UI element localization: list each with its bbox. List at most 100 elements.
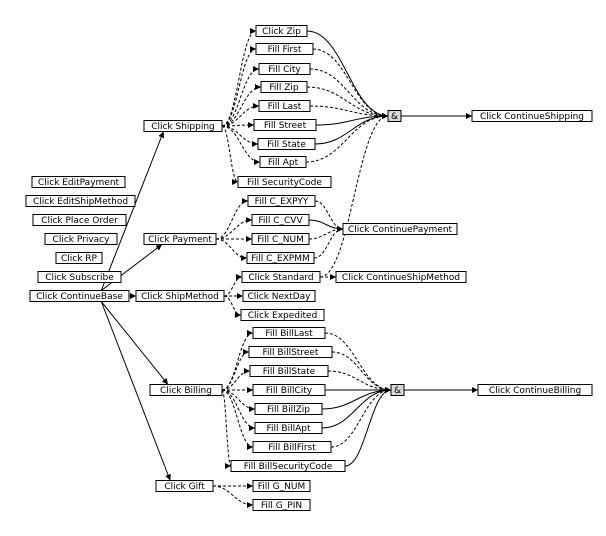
node-box	[241, 271, 321, 283]
edge-click-shipping-to-fill-securitycode	[221, 125, 239, 185]
node-click-shipmethod: Click ShipMethod	[135, 290, 225, 302]
edge-click-shipping-to-fill-apt	[221, 125, 261, 165]
node-click-rp: Click RP	[55, 252, 103, 264]
node-click-continuebase: Click ContinueBase	[29, 290, 130, 302]
node-fill-c-cvv: Fill C_CVV	[251, 214, 310, 226]
node-click-subscribe: Click Subscribe	[37, 271, 122, 283]
node-box	[257, 138, 316, 150]
node-click-expedited: Click Expedited	[240, 309, 325, 321]
node-label: Fill BillApt	[267, 424, 311, 434]
node-box	[135, 290, 225, 302]
node-box	[254, 403, 323, 415]
node-label: Fill Street	[264, 121, 307, 131]
node-click-privacy: Click Privacy	[44, 233, 118, 245]
node-label: Click ContinuePayment	[348, 225, 453, 235]
node-fill-g-pin: Fill G_PIN	[252, 499, 311, 511]
node-box	[25, 195, 136, 207]
node-box	[44, 233, 118, 245]
edge-click-payment-to-fill-c-expyy	[215, 198, 249, 240]
edge-click-billing-to-fill-billzip	[221, 389, 256, 412]
node-click-continueshipping: Click ContinueShipping	[471, 110, 593, 122]
node-label: Fill Zip	[269, 83, 299, 93]
node-box	[242, 290, 316, 302]
node-box	[255, 25, 308, 37]
node-label: Click Subscribe	[45, 273, 114, 283]
edge-click-shipmethod-to-click-standard	[223, 274, 243, 297]
node-box	[237, 176, 332, 188]
node-fill-billapt: Fill BillApt	[254, 422, 323, 434]
node-fill-billlast: Fill BillLast	[252, 327, 326, 339]
node-label: Click Shipping	[151, 122, 215, 132]
node-box	[252, 327, 326, 339]
node-label: Fill State	[267, 140, 306, 150]
node-box	[155, 480, 214, 492]
node-label: Fill Apt	[268, 158, 299, 168]
node-click-standard: Click Standard	[241, 271, 321, 283]
edge-fill-city-to-and-shipping	[309, 68, 389, 119]
edge-fill-billapt-to-and-billing	[321, 387, 392, 429]
node-fill-zip: Fill Zip	[260, 81, 308, 93]
node-box	[230, 460, 346, 472]
and-gate-box	[390, 384, 405, 396]
node-label: Click ContinueShipping	[480, 112, 584, 122]
edge-fill-apt-to-and-shipping	[305, 113, 389, 163]
node-click-billing: Click Billing	[149, 384, 223, 396]
edge-click-shipping-to-fill-street	[221, 122, 255, 129]
node-box	[335, 271, 467, 283]
node-fill-state: Fill State	[257, 138, 316, 150]
node-label: Fill Last	[268, 102, 302, 112]
node-label: Fill G_PIN	[261, 501, 302, 511]
node-label: Click ShipMethod	[141, 292, 219, 302]
node-label: Fill City	[268, 65, 301, 75]
node-box	[240, 309, 325, 321]
edge-click-continuebase-to-click-gift	[100, 301, 171, 481]
edge-click-billing-to-fill-billsecuritycode	[221, 389, 232, 469]
node-fill-g-num: Fill G_NUM	[252, 480, 311, 492]
edge-fill-first-to-and-shipping	[312, 48, 389, 119]
edge-click-shipping-to-fill-last	[221, 103, 260, 127]
node-box	[252, 384, 326, 396]
node-label: Click Gift	[164, 482, 205, 492]
node-box	[254, 422, 323, 434]
node-click-shipping: Click Shipping	[143, 120, 223, 132]
node-box	[143, 120, 223, 132]
node-label: &	[391, 112, 398, 122]
node-box	[249, 365, 329, 377]
node-box	[253, 119, 317, 131]
edge-click-zip-to-and-shipping	[306, 30, 389, 119]
edge-click-shipmethod-to-click-expedited	[223, 295, 242, 318]
node-fill-apt: Fill Apt	[259, 156, 307, 168]
node-label: Click RP	[61, 254, 98, 264]
node-label: Click NextDay	[247, 292, 311, 302]
edge-click-continuebase-to-click-billing	[100, 301, 169, 385]
node-box	[37, 271, 122, 283]
node-label: Click Standard	[248, 273, 313, 283]
and-gate-box	[387, 110, 402, 122]
node-click-continueshipmethod: Click ContinueShipMethod	[335, 271, 467, 283]
edge-click-billing-to-fill-billstreet	[221, 349, 250, 391]
node-box	[477, 384, 593, 396]
node-box	[31, 176, 126, 188]
node-label: Fill C_EXPMM	[251, 254, 309, 264]
node-fill-billcity: Fill BillCity	[252, 384, 326, 396]
node-label: Fill BillLast	[265, 329, 313, 339]
edge-click-payment-to-fill-c-cvv	[215, 217, 253, 240]
node-label: Click ContinueShipMethod	[342, 273, 460, 283]
edge-click-shipping-to-fill-state	[221, 125, 259, 147]
node-fill-c-num: Fill C_NUM	[251, 233, 310, 245]
node-fill-city: Fill City	[258, 63, 311, 75]
node-label: Click Expedited	[248, 311, 318, 321]
node-box	[259, 156, 307, 168]
node-box	[252, 499, 311, 511]
node-fill-billstate: Fill BillState	[249, 365, 329, 377]
node-label: Fill BillZip	[267, 405, 310, 415]
node-label: Click Privacy	[53, 235, 111, 245]
node-click-continuepayment: Click ContinuePayment	[342, 223, 458, 235]
node-label: Fill First	[268, 45, 302, 55]
edge-click-payment-to-fill-c-expmm	[215, 238, 248, 261]
node-box	[149, 384, 223, 396]
node-label: Click Zip	[262, 27, 301, 37]
edges-layer	[100, 28, 478, 508]
edge-click-billing-to-fill-billlast	[221, 330, 254, 391]
edge-fill-billlast-to-and-billing	[324, 332, 392, 393]
